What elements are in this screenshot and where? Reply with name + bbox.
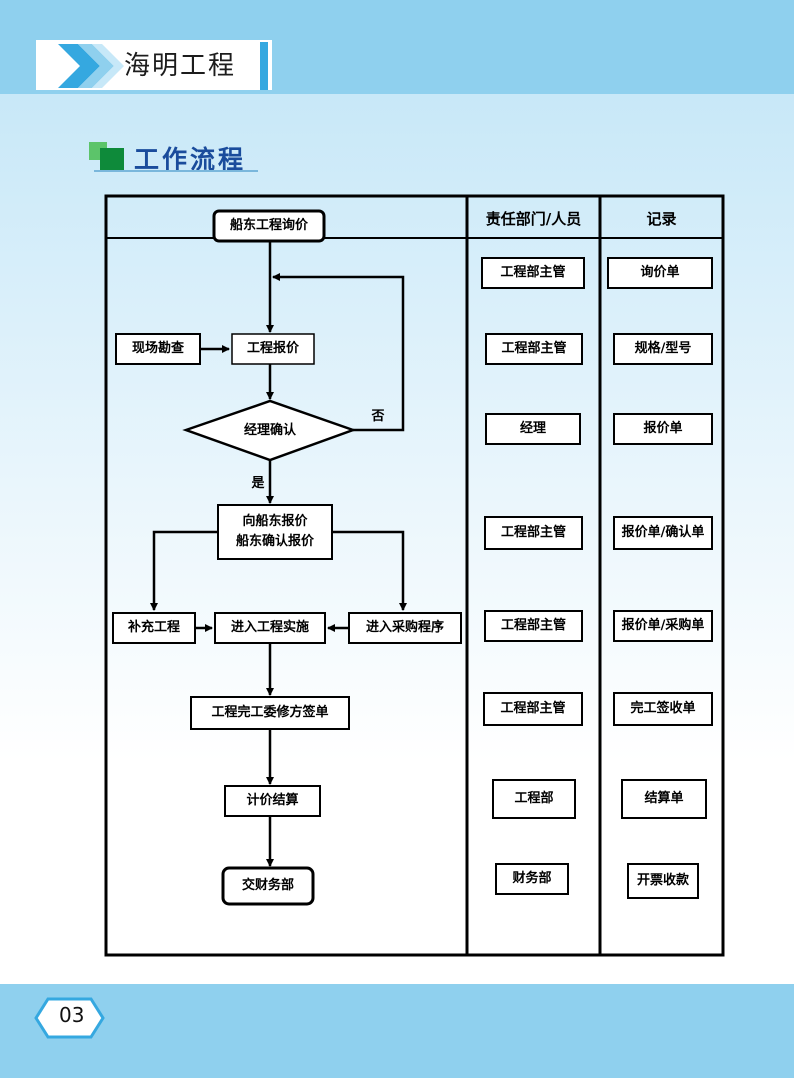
- resp-box-6: [483, 692, 583, 726]
- node-implement: [214, 612, 326, 644]
- label-no: 否: [371, 409, 385, 424]
- node-finance: [221, 866, 315, 906]
- record-box-1: [607, 257, 713, 289]
- resp-box-4: [484, 516, 583, 550]
- section-title: 工作流程: [134, 145, 247, 174]
- record-box-2: [613, 333, 713, 365]
- record-box-3: [613, 413, 713, 445]
- record-box-8: [627, 863, 699, 899]
- label-report-line1: 向船东报价: [242, 514, 308, 529]
- arrow-report-supplement: [150, 530, 218, 611]
- node-settle: [224, 785, 321, 817]
- resp-label-6: 工程部主管: [500, 701, 566, 716]
- resp-box-3: [485, 413, 581, 445]
- node-survey: [115, 333, 201, 365]
- section-underline: [94, 170, 258, 172]
- square-icon: [100, 148, 124, 170]
- label-report-line2: 船东确认报价: [235, 534, 314, 549]
- bottom-band: [0, 984, 794, 1078]
- table-frame: [104, 194, 725, 957]
- resp-label-3: 经理: [519, 421, 546, 436]
- resp-label-1: 工程部主管: [500, 265, 566, 280]
- label-implement: 进入工程实施: [230, 620, 309, 635]
- record-box-4: [613, 516, 713, 550]
- hexagon-icon: [34, 997, 105, 1039]
- label-purchase: 进入采购程序: [365, 620, 444, 635]
- record-label-5: 报价单/采购单: [621, 618, 705, 633]
- record-label-8: 开票收款: [636, 873, 689, 888]
- label-confirm: 经理确认: [243, 423, 296, 438]
- label-survey: 现场勘查: [131, 341, 184, 356]
- record-label-4: 报价单/确认单: [621, 525, 705, 540]
- record-box-6: [613, 692, 713, 726]
- resp-box-5: [484, 610, 583, 642]
- label-settle: 计价结算: [246, 793, 299, 808]
- resp-box-7: [492, 779, 576, 819]
- label-quote: 工程报价: [246, 341, 299, 356]
- header-bar: [260, 42, 268, 90]
- chevron-icon: [58, 44, 124, 88]
- label-finance: 交财务部: [241, 878, 294, 893]
- resp-box-1: [481, 257, 585, 289]
- label-yes: 是: [251, 476, 265, 491]
- label-supplement: 补充工程: [127, 620, 180, 635]
- resp-label-7: 工程部: [514, 791, 554, 806]
- record-label-2: 规格/型号: [634, 341, 692, 356]
- arrow-confirm-no-loop: [272, 273, 405, 432]
- resp-label-5: 工程部主管: [500, 618, 566, 633]
- record-box-5: [613, 610, 713, 642]
- record-label-1: 询价单: [640, 265, 680, 280]
- page-number: 03: [59, 1003, 85, 1027]
- resp-box-8: [495, 863, 569, 895]
- column-header-record: 记录: [646, 210, 677, 228]
- arrow-report-purchase: [332, 530, 407, 611]
- node-quote: [231, 333, 315, 365]
- resp-label-2: 工程部主管: [501, 341, 567, 356]
- label-inquiry: 船东工程询价: [229, 218, 308, 233]
- resp-box-2: [485, 333, 583, 365]
- resp-label-4: 工程部主管: [500, 525, 566, 540]
- record-label-6: 完工签收单: [630, 701, 696, 716]
- header-title: 海明工程: [124, 51, 237, 81]
- record-box-7: [621, 779, 707, 819]
- label-signoff: 工程完工委修方签单: [211, 705, 329, 720]
- record-label-7: 结算单: [644, 791, 684, 806]
- record-label-3: 报价单: [643, 421, 683, 436]
- resp-label-8: 财务部: [512, 871, 552, 886]
- column-header-responsible: 责任部门/人员: [485, 210, 582, 228]
